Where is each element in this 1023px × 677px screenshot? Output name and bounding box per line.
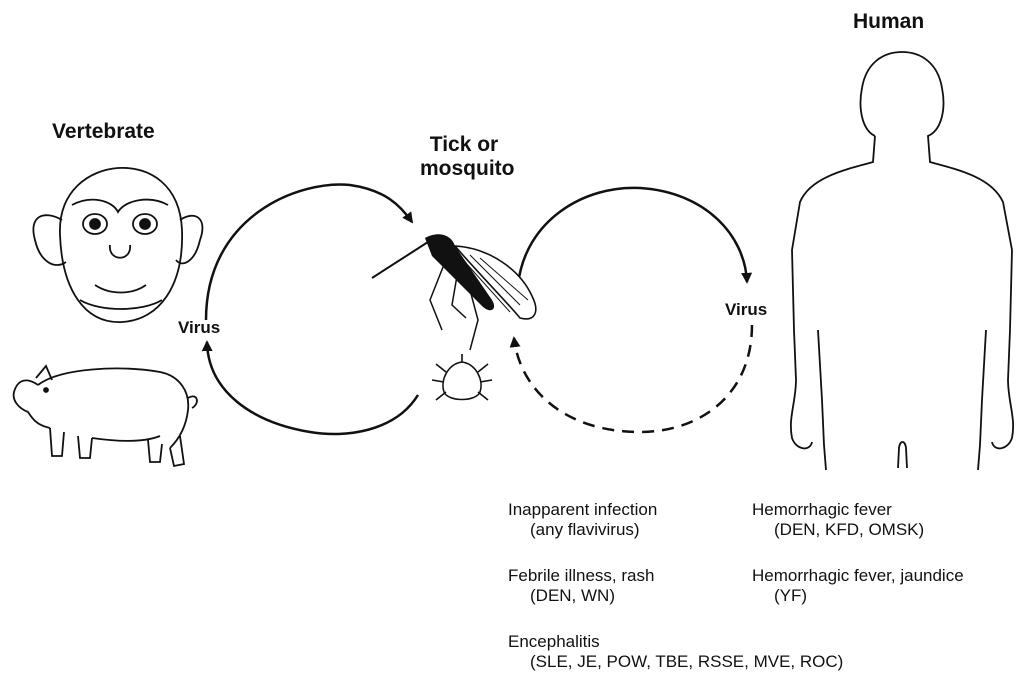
arrow-vertebrate-to-vector: [206, 185, 412, 320]
monkey-icon: [33, 168, 202, 322]
outcome-hemorrhagic: Hemorrhagic fever (DEN, KFD, OMSK): [752, 500, 924, 540]
vertebrate-label: Vertebrate: [52, 120, 155, 144]
right-cycle: [514, 188, 752, 432]
arrow-vector-to-vertebrate: [207, 342, 418, 434]
tick-icon: [432, 354, 492, 400]
human-label: Human: [853, 10, 924, 34]
arrow-vector-to-human: [518, 188, 747, 285]
vector-label-line1: Tick or: [424, 133, 504, 157]
outcome-detail: (SLE, JE, POW, TBE, RSSE, MVE, ROC): [508, 652, 843, 672]
vector-label-line2: mosquito: [420, 157, 504, 181]
outcome-name: Hemorrhagic fever: [752, 500, 924, 520]
virus-right-label: Virus: [725, 300, 767, 320]
pig-icon: [14, 366, 197, 466]
outcome-detail: (DEN, WN): [508, 586, 654, 606]
outcome-name: Inapparent infection: [508, 500, 657, 520]
arrow-human-to-vector-dashed: [514, 325, 752, 432]
outcome-encephalitis: Encephalitis (SLE, JE, POW, TBE, RSSE, M…: [508, 632, 843, 672]
outcome-hemorrhagic-jaundice: Hemorrhagic fever, jaundice (YF): [752, 566, 964, 606]
outcome-detail: (DEN, KFD, OMSK): [752, 520, 924, 540]
outcome-detail: (YF): [752, 586, 964, 606]
outcome-inapparent: Inapparent infection (any flavivirus): [508, 500, 657, 540]
left-cycle: [206, 185, 418, 434]
vector-label: Tick or mosquito: [424, 133, 504, 181]
outcome-febrile: Febrile illness, rash (DEN, WN): [508, 566, 654, 606]
outcome-detail: (any flavivirus): [508, 520, 657, 540]
outcome-name: Febrile illness, rash: [508, 566, 654, 586]
human-outline-icon: [791, 52, 1013, 470]
outcome-name: Hemorrhagic fever, jaundice: [752, 566, 964, 586]
outcome-name: Encephalitis: [508, 632, 843, 652]
virus-left-label: Virus: [178, 318, 220, 338]
mosquito-icon: [372, 234, 536, 350]
